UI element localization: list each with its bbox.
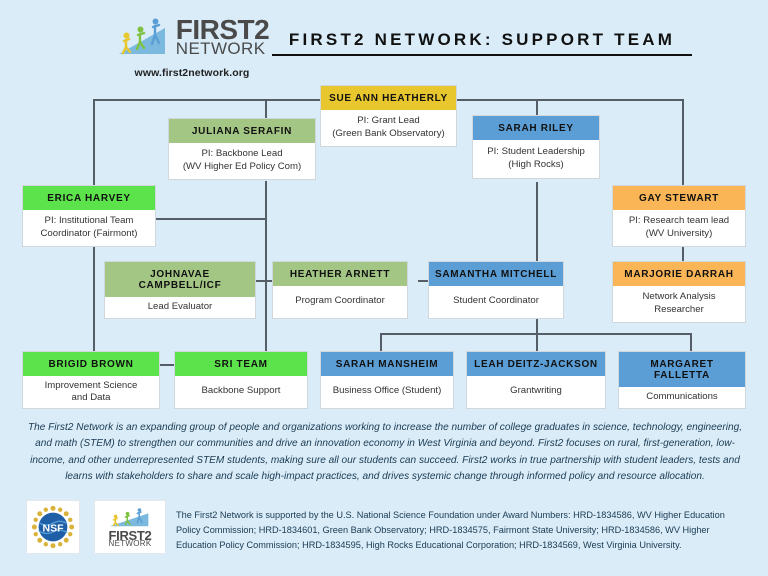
connector-to-sarah-riley bbox=[536, 99, 538, 115]
logo-row: FIRST2 NETWORK bbox=[115, 12, 270, 62]
connector-to-margaret bbox=[690, 333, 692, 355]
node-name: SAMANTHA MITCHELL bbox=[429, 262, 563, 286]
footer-logos: NSF bbox=[26, 500, 166, 554]
node-role: Backbone Support bbox=[175, 376, 307, 408]
node-role: Program Coordinator bbox=[273, 286, 407, 318]
node-leah-deitz-jackson[interactable]: LEAH DEITZ-JACKSON Grantwriting bbox=[466, 351, 606, 409]
logo-first2-text: FIRST2 bbox=[175, 14, 270, 46]
node-role-line1: PI: Research team lead bbox=[628, 215, 730, 227]
node-role: PI: Student Leadership (High Rocks) bbox=[473, 140, 599, 178]
connector-to-mansheim bbox=[380, 333, 382, 355]
node-role: Improvement Science and Data bbox=[23, 376, 159, 408]
node-erica-harvey[interactable]: ERICA HARVEY PI: Institutional Team Coor… bbox=[22, 185, 156, 247]
connector-to-gay bbox=[682, 99, 684, 186]
node-role-line2: Coordinator (Fairmont) bbox=[40, 227, 138, 239]
node-role-line2: Researcher bbox=[654, 303, 704, 315]
connector-to-juliana bbox=[265, 99, 267, 120]
node-gay-stewart[interactable]: GAY STEWART PI: Research team lead (WV U… bbox=[612, 185, 746, 247]
node-name: JOHNAVAE CAMPBELL/ICF bbox=[105, 262, 255, 297]
website-url[interactable]: www.first2network.org bbox=[134, 67, 250, 79]
connector-bottom-bus bbox=[380, 333, 690, 335]
node-name: SUE ANN HEATHERLY bbox=[321, 86, 456, 110]
node-role-line2: (Green Bank Observatory) bbox=[332, 127, 445, 139]
page-title: FIRST2 NETWORK: SUPPORT TEAM bbox=[272, 30, 692, 56]
node-name: SRI TEAM bbox=[175, 352, 307, 376]
node-heather-arnett[interactable]: HEATHER ARNETT Program Coordinator bbox=[272, 261, 408, 319]
node-name: SARAH RILEY bbox=[473, 116, 599, 140]
connector-erica-right bbox=[93, 218, 266, 220]
node-role-line2: and Data bbox=[71, 392, 111, 404]
node-sue-ann-heatherly[interactable]: SUE ANN HEATHERLY PI: Grant Lead (Green … bbox=[320, 85, 457, 147]
mission-statement: The First2 Network is an expanding group… bbox=[27, 422, 743, 483]
connector-erica-down bbox=[93, 218, 95, 358]
people-climbing-footer-icon bbox=[109, 507, 149, 526]
node-role: PI: Grant Lead (Green Bank Observatory) bbox=[321, 110, 456, 146]
node-role: PI: Institutional Team Coordinator (Fair… bbox=[23, 210, 155, 246]
node-sri-team[interactable]: SRI TEAM Backbone Support bbox=[174, 351, 308, 409]
node-role-line1: PI: Backbone Lead bbox=[201, 148, 283, 160]
first2-network-logo: FIRST2 NETWORK www.first2network.org bbox=[96, 12, 288, 82]
node-name: BRIGID BROWN bbox=[23, 352, 159, 376]
node-role: Communications bbox=[619, 387, 745, 408]
node-role-line2: (WV University) bbox=[645, 227, 713, 239]
node-marjorie-darrah[interactable]: MARJORIE DARRAH Network Analysis Researc… bbox=[612, 261, 746, 323]
node-role: Student Coordinator bbox=[429, 286, 563, 318]
node-role-line1: PI: Institutional Team bbox=[44, 215, 134, 227]
node-role-line2: (High Rocks) bbox=[508, 158, 564, 170]
node-johnavae-campbell-icf[interactable]: JOHNAVAE CAMPBELL/ICF Lead Evaluator bbox=[104, 261, 256, 319]
node-name: ERICA HARVEY bbox=[23, 186, 155, 210]
node-name: LEAH DEITZ-JACKSON bbox=[467, 352, 605, 376]
node-role: Grantwriting bbox=[467, 376, 605, 408]
connector-gay-to-marjorie bbox=[682, 247, 684, 262]
node-role-line1: PI: Grant Lead bbox=[357, 115, 420, 127]
node-role: Lead Evaluator bbox=[105, 297, 255, 318]
nsf-seal-logo: NSF bbox=[26, 500, 80, 554]
node-brigid-brown[interactable]: BRIGID BROWN Improvement Science and Dat… bbox=[22, 351, 160, 409]
logo-network-text: NETWORK bbox=[175, 38, 266, 58]
node-role: PI: Backbone Lead (WV Higher Ed Policy C… bbox=[169, 143, 315, 179]
connector-johnavae-heather bbox=[236, 280, 294, 282]
svg-text:NSF: NSF bbox=[42, 522, 64, 534]
node-role: PI: Research team lead (WV University) bbox=[613, 210, 745, 246]
connector-juliana-down bbox=[265, 181, 267, 363]
node-name: HEATHER ARNETT bbox=[273, 262, 407, 286]
logo-wordmark: FIRST2 NETWORK bbox=[175, 14, 270, 58]
node-samantha-mitchell[interactable]: SAMANTHA MITCHELL Student Coordinator bbox=[428, 261, 564, 319]
node-name: MARJORIE DARRAH bbox=[613, 262, 745, 286]
people-climbing-icon bbox=[118, 18, 165, 55]
node-role-line1: Network Analysis bbox=[642, 291, 716, 303]
node-role: Business Office (Student) bbox=[321, 376, 453, 408]
node-role-line2: (WV Higher Ed Policy Com) bbox=[182, 160, 302, 172]
node-role-line1: PI: Student Leadership bbox=[487, 146, 585, 158]
connector-to-leah bbox=[536, 333, 538, 355]
footer-logo-network-text: NETWORK bbox=[108, 538, 152, 548]
first2-network-footer-logo: FIRST2 NETWORK bbox=[94, 500, 166, 554]
node-role-line1: Improvement Science bbox=[44, 380, 138, 391]
node-sarah-mansheim[interactable]: SARAH MANSHEIM Business Office (Student) bbox=[320, 351, 454, 409]
nsf-seal-icon: NSF bbox=[31, 505, 75, 549]
connector-brigid-sri bbox=[136, 364, 196, 366]
node-sarah-riley[interactable]: SARAH RILEY PI: Student Leadership (High… bbox=[472, 115, 600, 179]
connector-to-erica bbox=[93, 99, 95, 186]
footer-logo-first2-text: FIRST2 bbox=[108, 527, 152, 543]
node-juliana-serafin[interactable]: JULIANA SERAFIN PI: Backbone Lead (WV Hi… bbox=[168, 118, 316, 180]
node-name: GAY STEWART bbox=[613, 186, 745, 210]
node-role: Network Analysis Researcher bbox=[613, 286, 745, 322]
footer-logo-wordmark: FIRST2 NETWORK bbox=[108, 527, 152, 548]
node-margaret-falletta[interactable]: MARGARET FALLETTA Communications bbox=[618, 351, 746, 409]
node-name: SARAH MANSHEIM bbox=[321, 352, 453, 376]
connector-sarahriley-down bbox=[536, 182, 538, 262]
node-name: MARGARET FALLETTA bbox=[619, 352, 745, 387]
node-name: JULIANA SERAFIN bbox=[169, 119, 315, 143]
funding-acknowledgement: The First2 Network is supported by the U… bbox=[176, 510, 725, 551]
